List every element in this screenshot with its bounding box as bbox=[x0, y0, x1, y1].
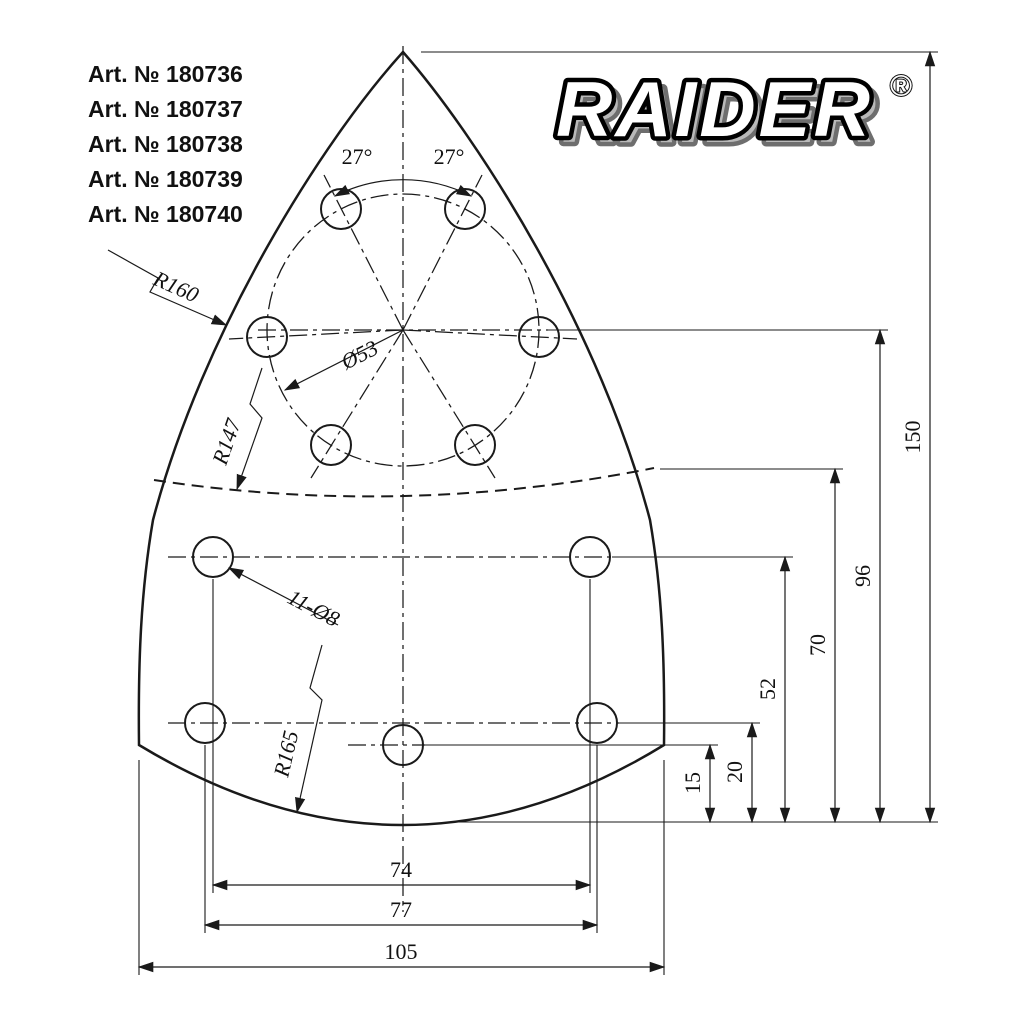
article-number-5: Art. № 180740 bbox=[88, 201, 243, 227]
hole-count-label: 11-Ø8 bbox=[284, 584, 344, 631]
dim-70-label: 70 bbox=[805, 634, 830, 656]
hole bbox=[310, 424, 352, 466]
leader-r165 bbox=[295, 644, 323, 814]
angle-left-label: 27° bbox=[342, 144, 373, 169]
tip-separation-dashed-arc bbox=[153, 467, 655, 498]
brand-logo: RAIDER bbox=[556, 65, 873, 153]
angle-dimension-arc bbox=[333, 179, 473, 197]
spoke-top-right bbox=[402, 174, 483, 331]
pad-geometry bbox=[107, 46, 938, 975]
hole bbox=[382, 724, 424, 766]
article-number-4: Art. № 180739 bbox=[88, 166, 243, 192]
leader-pitch-diameter bbox=[283, 329, 404, 391]
hole bbox=[192, 536, 234, 578]
extension-lines bbox=[138, 51, 938, 975]
hole bbox=[454, 424, 496, 466]
hole bbox=[576, 702, 618, 744]
spoke-left bbox=[228, 329, 404, 340]
registered-trademark-symbol: ® bbox=[890, 70, 912, 103]
leader-r160 bbox=[107, 249, 228, 326]
hole bbox=[246, 316, 288, 358]
dim-20-label: 20 bbox=[722, 761, 747, 783]
article-number-2: Art. № 180737 bbox=[88, 96, 243, 122]
hole bbox=[184, 702, 226, 744]
article-number-1: Art. № 180736 bbox=[88, 61, 243, 87]
radius-side-label: R160 bbox=[149, 265, 203, 307]
spoke-right bbox=[402, 329, 578, 340]
spoke-bottom-right bbox=[402, 329, 496, 479]
radius-tip-label: R147 bbox=[207, 415, 246, 469]
dim-77-label: 77 bbox=[390, 897, 412, 922]
leader-r147 bbox=[236, 367, 263, 491]
dim-74-label: 74 bbox=[390, 857, 412, 882]
dim-96-label: 96 bbox=[850, 565, 875, 587]
dim-15-label: 15 bbox=[680, 772, 705, 794]
radius-bottom-label: R165 bbox=[268, 728, 303, 780]
article-number-3: Art. № 180738 bbox=[88, 131, 243, 157]
dim-52-label: 52 bbox=[755, 678, 780, 700]
spoke-bottom-left bbox=[310, 329, 404, 479]
hole bbox=[518, 316, 560, 358]
dim-105-label: 105 bbox=[385, 939, 418, 964]
spoke-top-left bbox=[323, 174, 404, 331]
hole bbox=[569, 536, 611, 578]
angle-right-label: 27° bbox=[434, 144, 465, 169]
pad-outline bbox=[137, 50, 666, 827]
brand-logo-shadow: RAIDER bbox=[562, 71, 879, 159]
pitch-circle-diameter-label: Ø53 bbox=[336, 335, 382, 375]
dimension-lines bbox=[137, 50, 936, 973]
leader-lines bbox=[107, 249, 404, 814]
leader-hole-callout bbox=[227, 567, 339, 626]
dim-150-label: 150 bbox=[900, 421, 925, 454]
